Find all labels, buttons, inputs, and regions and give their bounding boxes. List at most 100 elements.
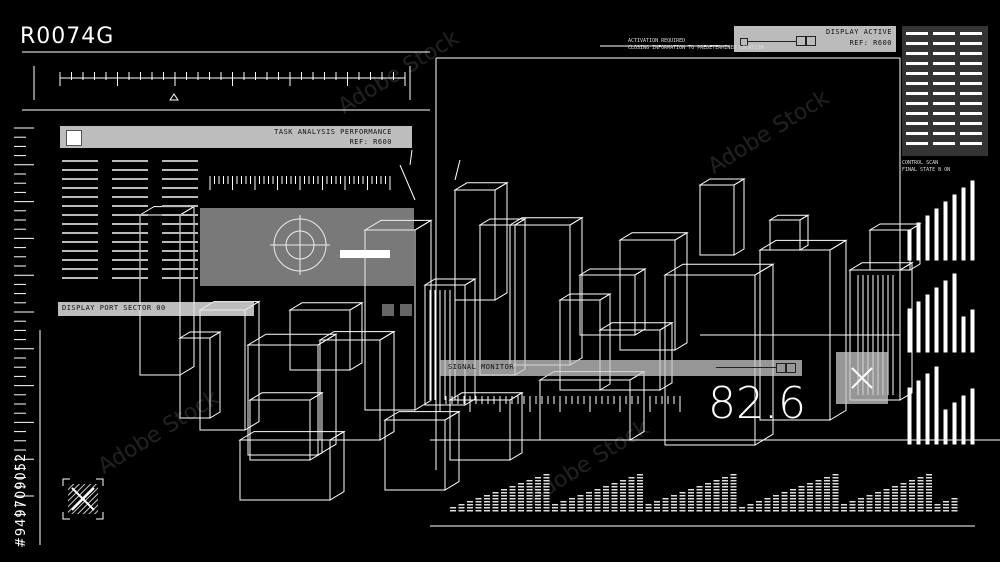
level-dot (518, 495, 524, 497)
level-dot (917, 507, 924, 509)
level-dot (492, 510, 499, 512)
level-dot (875, 495, 881, 497)
level-dot (722, 501, 728, 503)
level-dot (509, 510, 516, 512)
level-dot (781, 504, 788, 506)
crosshair-target-icon[interactable] (62, 478, 104, 520)
level-dot (577, 498, 584, 500)
eq-bar (961, 187, 966, 261)
level-dot (807, 507, 813, 509)
grid-glyph (906, 42, 928, 45)
level-dot (815, 504, 822, 506)
level-dot (688, 495, 694, 497)
level-dot (875, 510, 881, 512)
level-dot (696, 486, 703, 488)
checkbox-icon[interactable] (806, 36, 816, 46)
checkbox-icon[interactable] (740, 38, 748, 46)
level-dot (526, 483, 533, 485)
building (246, 333, 338, 456)
level-dot (824, 495, 830, 497)
eq-bar (952, 273, 957, 353)
scan-progress-bar (340, 250, 390, 258)
data-glyph-row (112, 169, 148, 171)
level-dot (501, 507, 507, 509)
data-glyph-row (162, 250, 198, 252)
control-line-1: CONTROL SCAN (902, 160, 939, 166)
level-dot (832, 498, 839, 500)
checkbox-icon[interactable] (786, 363, 796, 373)
level-dot (739, 510, 745, 512)
close-icon[interactable] (776, 363, 786, 373)
level-dot (798, 510, 805, 512)
level-dot (484, 501, 490, 503)
level-dot (518, 507, 524, 509)
data-glyph-row (112, 268, 148, 270)
level-dot (475, 510, 482, 512)
level-dot (730, 492, 737, 494)
level-dot (611, 507, 618, 509)
eq-bar (934, 208, 939, 261)
level-dot (637, 489, 643, 491)
hatched-square-icon (62, 478, 104, 520)
level-dot (484, 507, 490, 509)
level-dot (917, 498, 924, 500)
level-dot (501, 498, 507, 500)
level-dot (713, 504, 720, 506)
level-dot (841, 510, 847, 512)
level-dot (722, 486, 728, 488)
level-dot (926, 477, 932, 479)
level-dot (849, 507, 856, 509)
grid-glyph (960, 112, 982, 115)
level-dot (586, 498, 592, 500)
level-dot (526, 507, 533, 509)
data-glyph-row (62, 277, 98, 279)
close-button[interactable] (836, 352, 888, 404)
level-dot (900, 507, 907, 509)
eq-bar (916, 380, 921, 445)
level-dot (730, 486, 737, 488)
level-dot (790, 504, 796, 506)
level-dot (628, 486, 635, 488)
level-dot (892, 507, 898, 509)
level-dot (679, 510, 686, 512)
display-active-ref: REF: R600 (849, 39, 892, 47)
level-dot (790, 510, 796, 512)
level-dot (951, 510, 958, 512)
level-dot (832, 474, 839, 476)
level-dot (688, 501, 694, 503)
port-square-icon (382, 304, 394, 316)
data-glyph-row (62, 259, 98, 261)
level-dot (730, 495, 737, 497)
eq-bar (907, 387, 912, 445)
level-dot (458, 504, 465, 506)
level-dot (807, 498, 813, 500)
level-dot (730, 474, 737, 476)
level-dot (917, 501, 924, 503)
level-dot (509, 492, 516, 494)
level-dot (603, 492, 609, 494)
grid-glyph (906, 142, 928, 145)
level-dot (713, 489, 720, 491)
level-dot (875, 504, 881, 506)
level-dot (671, 507, 677, 509)
level-dot (620, 507, 626, 509)
level-dot (926, 504, 932, 506)
level-dot (594, 489, 601, 491)
level-dot (934, 507, 941, 509)
level-dot (858, 504, 864, 506)
level-dot (900, 486, 907, 488)
eq-bar (943, 201, 948, 261)
level-dot (577, 495, 584, 497)
data-glyph-row (112, 250, 148, 252)
level-dot (458, 507, 465, 509)
level-dot (518, 489, 524, 491)
level-dot (815, 483, 822, 485)
close-icon[interactable] (796, 36, 806, 46)
data-glyph-row (62, 268, 98, 270)
level-dot (934, 510, 941, 512)
level-dot (798, 507, 805, 509)
eq-bar (970, 309, 975, 353)
level-dot (866, 495, 873, 497)
level-dot (917, 489, 924, 491)
